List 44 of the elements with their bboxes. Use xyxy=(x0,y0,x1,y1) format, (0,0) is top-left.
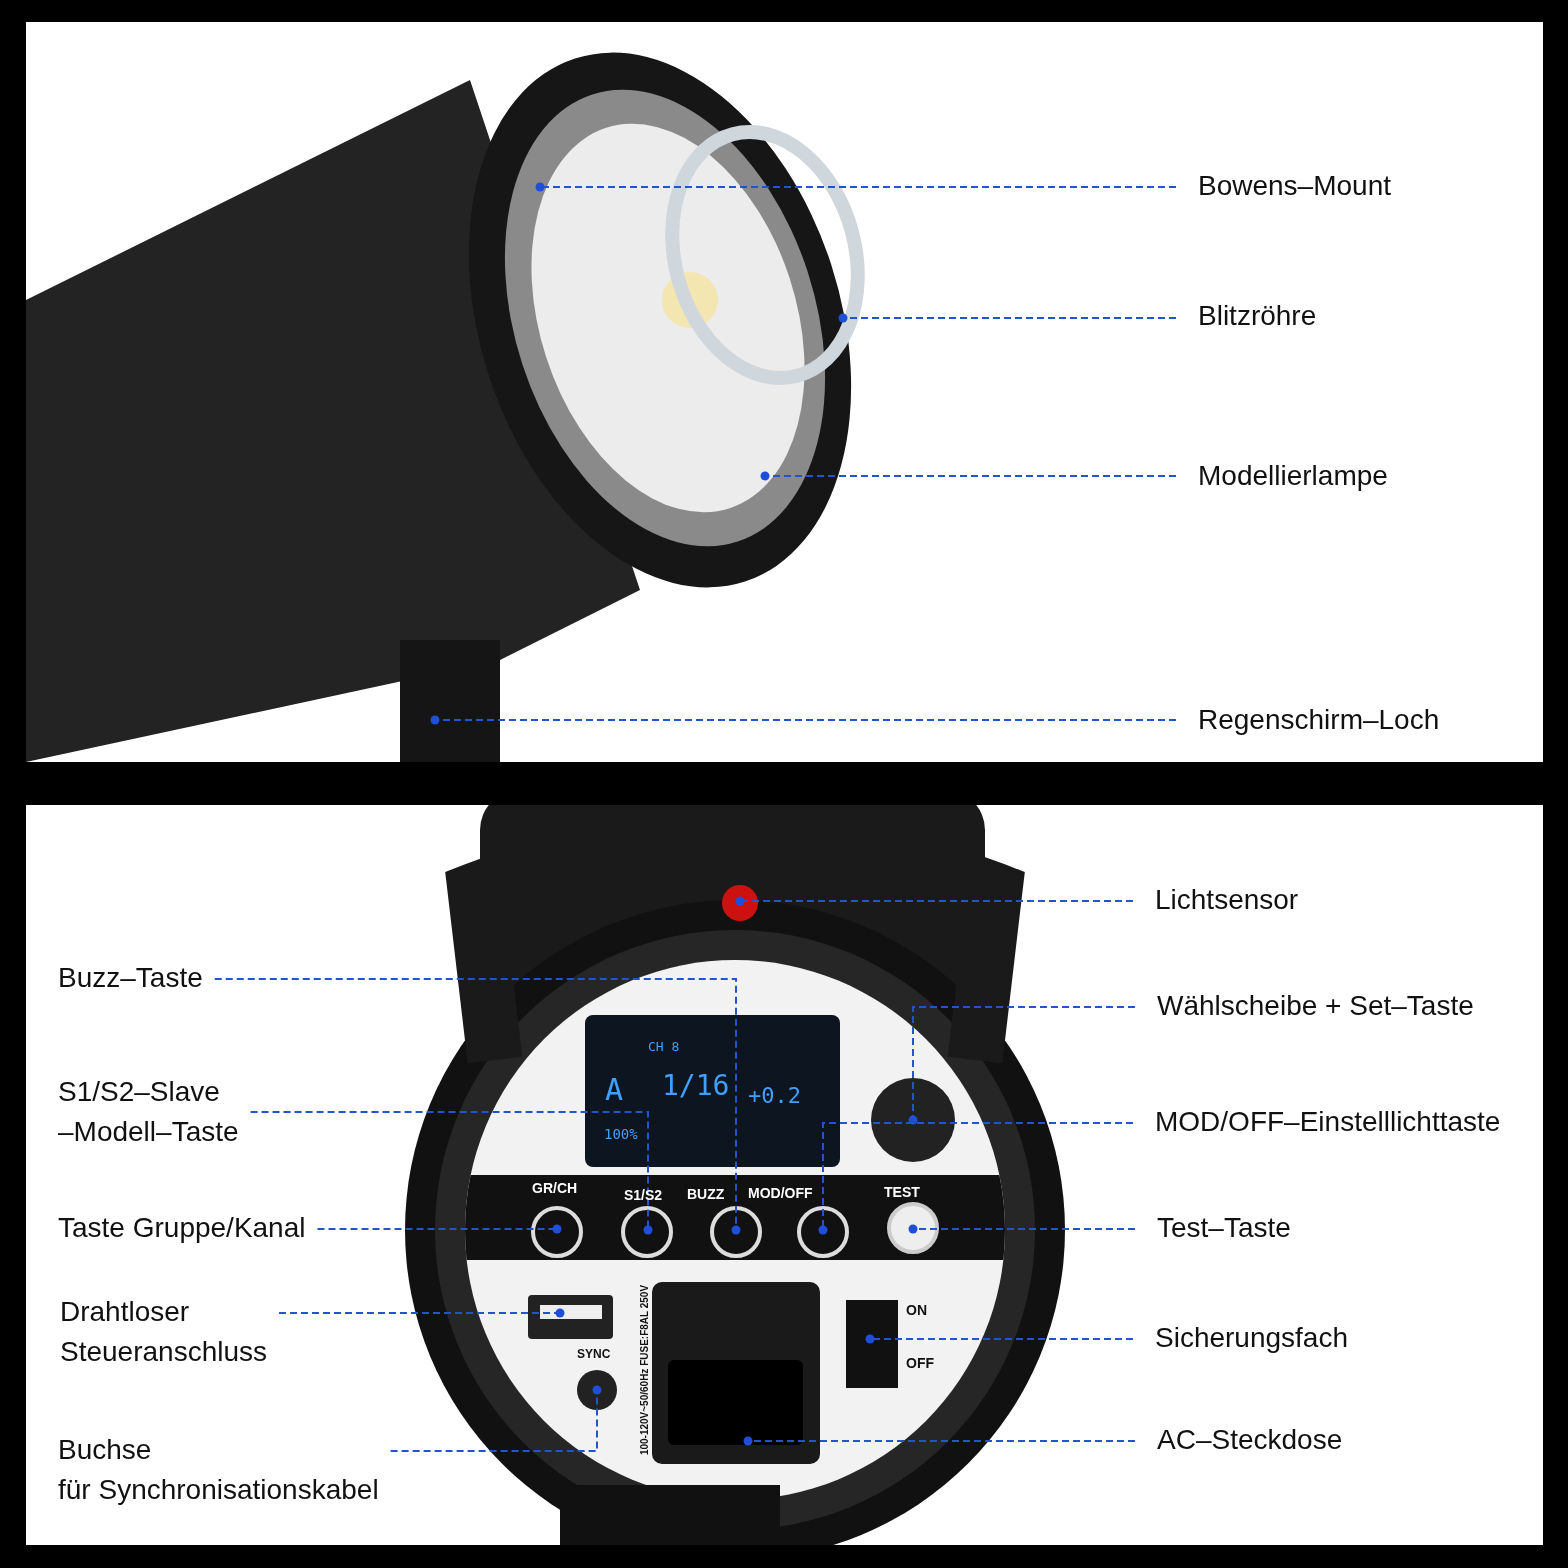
device-label: SYNC xyxy=(577,1346,611,1362)
leader-line xyxy=(735,896,1134,906)
display-readout: CH 8 xyxy=(648,1040,680,1053)
callout-label: Regenschirm–Loch xyxy=(1198,700,1440,740)
display-readout: 1/16 xyxy=(662,1072,730,1100)
leader-line xyxy=(838,313,1177,323)
device-label: 100-120V~50/60Hz FUSE:F8AL 250V xyxy=(638,1284,652,1456)
leader-line xyxy=(908,1006,1136,1125)
device-label: S1/S2 xyxy=(624,1187,663,1203)
leader-line xyxy=(430,715,1177,725)
callout-label: Buchse für Synchronisationskabel xyxy=(58,1430,379,1510)
callout-label: Lichtsensor xyxy=(1155,880,1299,920)
callout-label: S1/S2–Slave –Modell–Taste xyxy=(58,1072,239,1152)
leader-line xyxy=(865,1334,1134,1344)
leader-line xyxy=(316,1224,562,1234)
leader-line xyxy=(760,471,1177,481)
callout-label: Test–Taste xyxy=(1157,1208,1291,1248)
leader-line xyxy=(743,1436,1136,1446)
callout-label: Sicherungsfach xyxy=(1155,1318,1348,1358)
display-readout: 100% xyxy=(604,1127,638,1141)
callout-label: MOD/OFF–Einstelllichttaste xyxy=(1155,1102,1501,1142)
device-label: TEST xyxy=(884,1184,920,1200)
leader-line xyxy=(389,1385,602,1452)
callout-label: Drahtloser Steueranschluss xyxy=(60,1292,267,1372)
callout-label: Blitzröhre xyxy=(1198,296,1317,336)
device-label: BUZZ xyxy=(687,1186,725,1202)
leader-line xyxy=(249,1111,653,1235)
device-label: OFF xyxy=(906,1355,934,1371)
device-label: GR/CH xyxy=(532,1180,578,1196)
leader-line xyxy=(908,1224,1136,1234)
callout-label: Wählscheibe + Set–Taste xyxy=(1157,986,1474,1026)
device-label: MOD/OFF xyxy=(748,1185,813,1201)
display-readout: +0.2 xyxy=(748,1085,801,1107)
leader-line xyxy=(818,1122,1134,1235)
display-readout: A xyxy=(605,1075,624,1105)
device-label: ON xyxy=(906,1302,927,1318)
callout-label: Bowens–Mount xyxy=(1198,166,1391,206)
callout-label: AC–Steckdose xyxy=(1157,1420,1343,1460)
leader-line xyxy=(278,1308,565,1318)
callout-label: Buzz–Taste xyxy=(58,958,203,998)
leader-line xyxy=(535,182,1177,192)
callout-label: Taste Gruppe/Kanal xyxy=(58,1208,306,1248)
callout-label: Modellierlampe xyxy=(1198,456,1388,496)
leader-line xyxy=(213,978,741,1235)
